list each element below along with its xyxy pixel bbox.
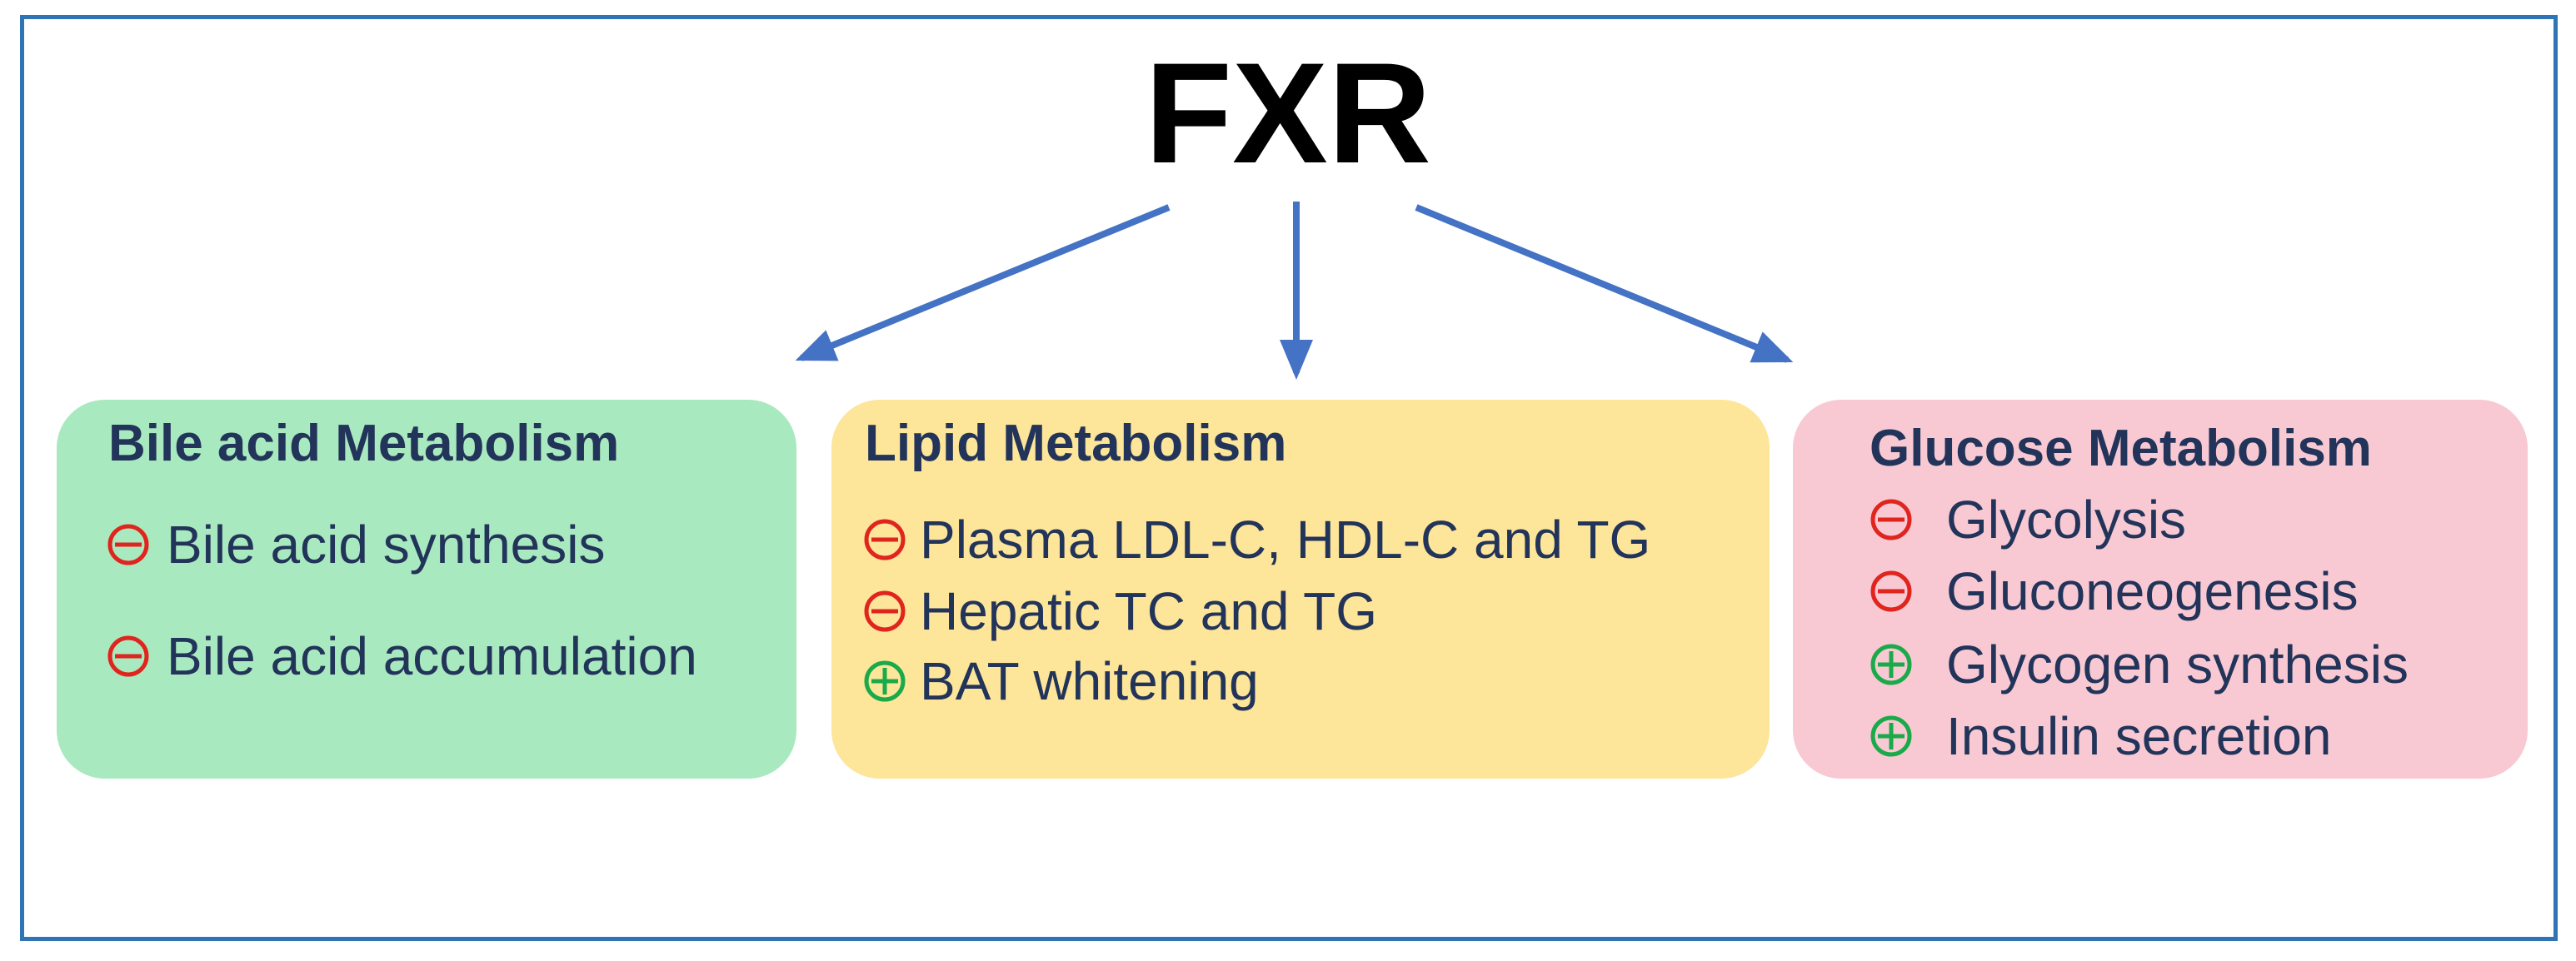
- arrow-to-bile-acid-metabolism: [795, 204, 1171, 361]
- item-text: Insulin secretion: [1946, 706, 2332, 766]
- list-item: Glycolysis: [1870, 493, 2186, 546]
- item-text: BAT whitening: [920, 651, 1259, 711]
- minus-circle-icon: [107, 635, 150, 678]
- plus-circle-icon: [1870, 715, 1913, 758]
- minus-circle-icon: [863, 518, 906, 561]
- minus-circle-icon: [1870, 570, 1913, 613]
- box-title: Bile acid Metabolism: [108, 415, 620, 472]
- item-text: Glycolysis: [1946, 490, 2187, 550]
- item-text: Bile acid synthesis: [167, 515, 606, 575]
- item-text: Plasma LDL-C, HDL-C and TG: [920, 510, 1651, 570]
- diagram-title: FXR: [1145, 33, 1431, 193]
- item-text: Bile acid accumulation: [167, 626, 697, 686]
- plus-circle-icon: [863, 660, 906, 703]
- minus-circle-icon: [107, 523, 150, 566]
- bile-acid-metabolism-box: Bile acid Metabolism Bile acid synthesis…: [57, 400, 796, 779]
- list-item: Plasma LDL-C, HDL-C and TG: [863, 513, 1650, 566]
- list-item: Glycogen synthesis: [1870, 638, 2409, 691]
- plus-circle-icon: [1870, 643, 1913, 686]
- lipid-metabolism-box: Lipid Metabolism Plasma LDL-C, HDL-C and…: [831, 400, 1770, 779]
- list-item: Bile acid synthesis: [107, 518, 605, 571]
- arrow-to-glucose-metabolism: [1415, 204, 1794, 363]
- list-item: Gluconeogenesis: [1870, 565, 2359, 618]
- minus-circle-icon: [1870, 498, 1913, 541]
- glucose-metabolism-box: Glucose Metabolism Glycolysis Gluconeoge…: [1793, 400, 2528, 779]
- list-item: Hepatic TC and TG: [863, 585, 1377, 638]
- list-item: Insulin secretion: [1870, 710, 2331, 763]
- minus-circle-icon: [863, 590, 906, 633]
- item-text: Hepatic TC and TG: [920, 581, 1377, 641]
- box-title: Lipid Metabolism: [865, 415, 1287, 472]
- box-title: Glucose Metabolism: [1870, 420, 2372, 477]
- item-text: Gluconeogenesis: [1946, 561, 2359, 621]
- item-text: Glycogen synthesis: [1946, 635, 2409, 695]
- list-item: Bile acid accumulation: [107, 630, 697, 683]
- list-item: BAT whitening: [863, 655, 1259, 708]
